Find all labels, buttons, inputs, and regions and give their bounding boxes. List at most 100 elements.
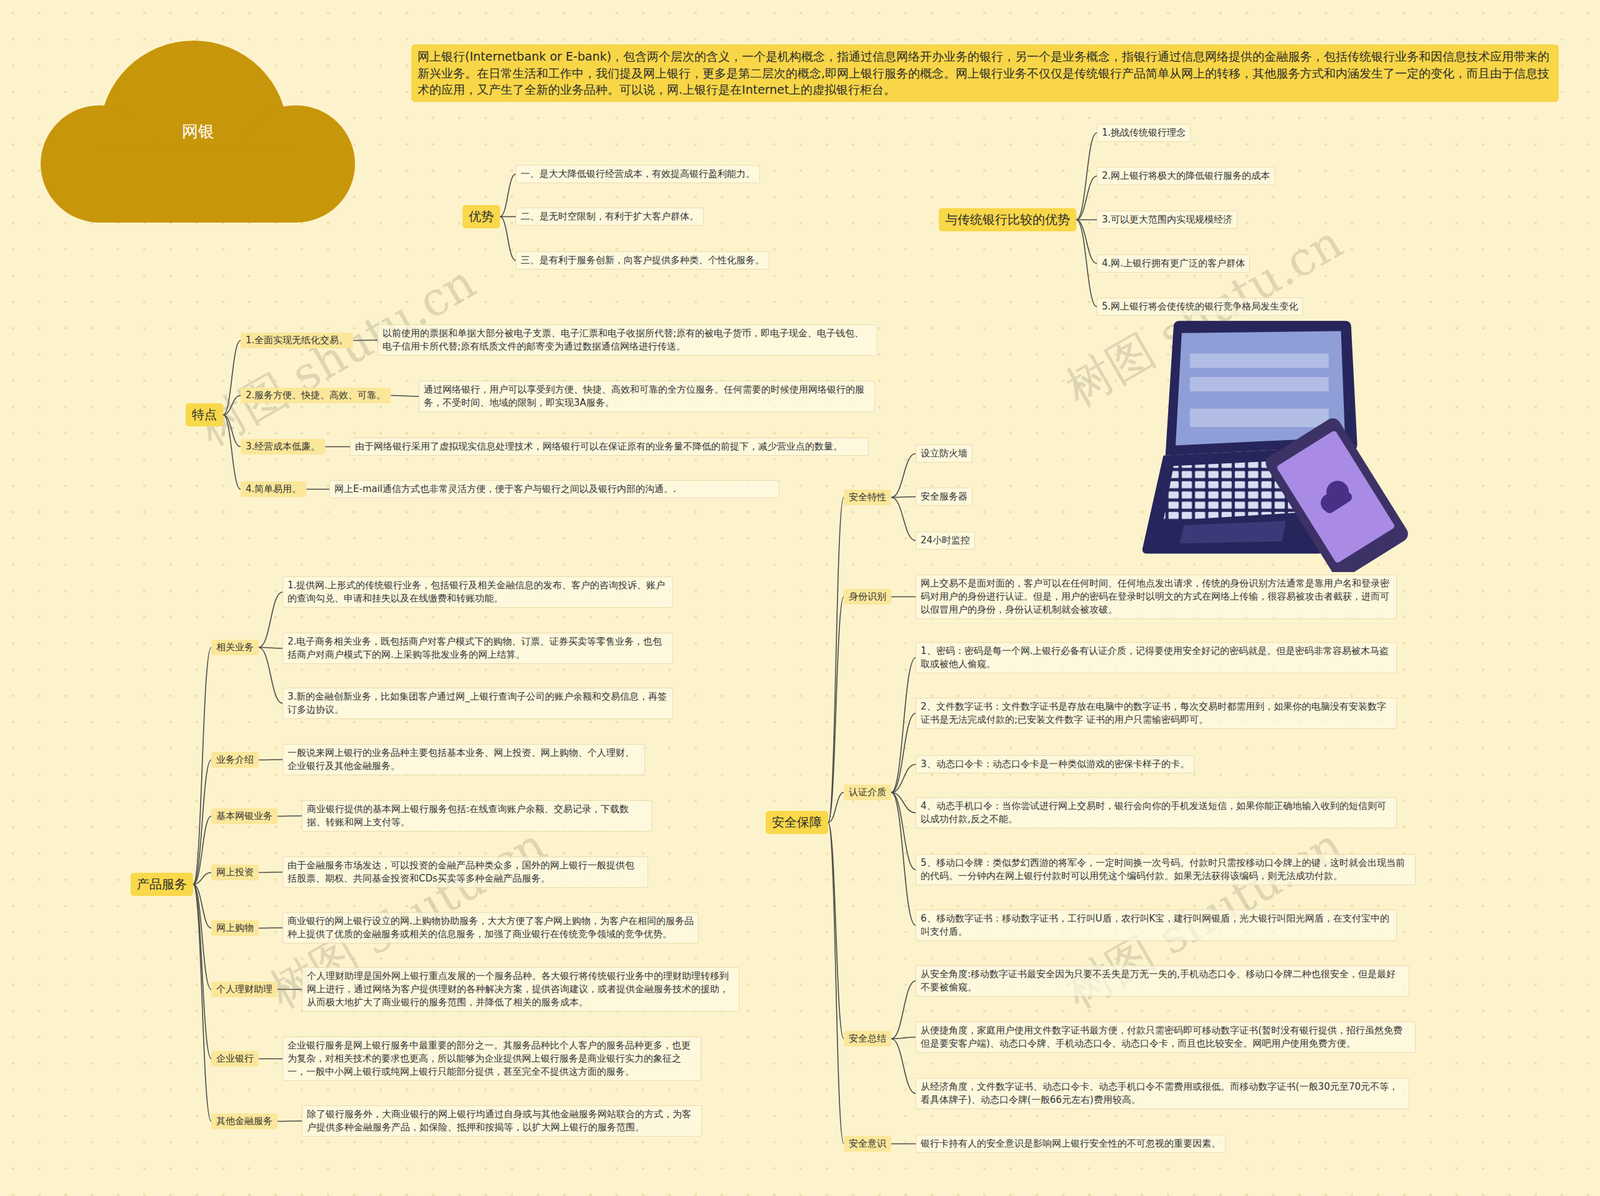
node-text: 相关业务 — [216, 641, 254, 654]
branch-connector — [891, 713, 916, 793]
node-text: 业务介绍 — [216, 753, 254, 766]
leaf-node: 由于金融服务市场发达，可以投资的金融产品种类众多，国外的网上银行一般提供包括股票… — [282, 856, 649, 888]
leaf-node: 从经济角度，文件数字证书、动态口令卡、动态手机口令不需费用或很低。而移动数字证书… — [915, 1077, 1410, 1109]
subtopic-node: 3.经营成本低廉。 — [240, 438, 325, 455]
subtopic-node: 安全意识 — [843, 1135, 892, 1152]
node-text: 个人理财助理是国外网上银行重点发展的一个服务品种。各大银行将传统银行业务中的理财… — [306, 969, 735, 1009]
branch-connector — [193, 760, 212, 885]
leaf-node: 1.提供网.上形式的传统银行业务，包括银行及相关金融信息的发布、客户的咨询投诉、… — [282, 576, 674, 608]
node-text: 3.新的金融创新业务，比如集团客户通过网_上银行查询子公司的账户余额和交易信息，… — [287, 690, 669, 717]
branch-connector — [193, 872, 212, 885]
branch-connector — [1076, 219, 1097, 221]
node-text: 银行卡持有人的安全意识是影响网上银行安全性的不可忽视的重要因素。 — [920, 1136, 1221, 1150]
leaf-node: 从便捷角度，家庭用户使用文件数字证书最方便，付款只需密码即可移动数字证书(暂时没… — [915, 1021, 1416, 1053]
cloud-part — [100, 151, 297, 223]
node-text: 个人理财助理 — [216, 983, 273, 995]
branch-connector — [1076, 176, 1097, 220]
leaf-node: 2、文件数字证书：文件数字证书是存放在电脑中的数字证书，每次交易时都需用到，如果… — [915, 697, 1397, 729]
laptop-illustration — [1140, 318, 1411, 572]
branch-connector — [891, 792, 916, 926]
node-text: 除了银行服务外，大商业银行的网上银行均通过自身或与其他金融服务网站联合的方式，为… — [306, 1107, 697, 1134]
branch-connector — [193, 647, 212, 885]
branch-connector — [828, 792, 844, 823]
branch-connector — [891, 453, 916, 498]
subtopic-node: 认证介质 — [843, 784, 892, 800]
leaf-node: 1.挑战传统银行理念 — [1096, 123, 1191, 142]
branch-connector — [258, 758, 283, 760]
node-text: 5.网上银行将会使传统的银行竞争格局发生变化 — [1101, 300, 1299, 314]
leaf-node: 安全服务器 — [915, 487, 973, 506]
leaf-node: 从安全角度:移动数字证书最安全因为只要不丢失是万无一失的,手机动态口令、移动口令… — [915, 965, 1410, 997]
node-text: 安全意识 — [848, 1137, 887, 1150]
node-text: 身份识别 — [848, 590, 887, 603]
leaf-node: 通过网络银行，用户可以享受到方便、快捷、高效和可靠的全方位服务。任何需要的时候使… — [418, 380, 875, 412]
leaf-node: 3.可以更大范围内实现规模经济 — [1096, 210, 1238, 229]
node-text: 1.挑战传统银行理念 — [1101, 126, 1186, 140]
branch-connector — [891, 764, 916, 793]
node-text: 从安全角度:移动数字证书最安全因为只要不丢失是万无一失的,手机动态口令、移动口令… — [920, 967, 1405, 994]
subtopic-node: 网上购物 — [211, 920, 259, 936]
branch-connector — [258, 926, 283, 929]
leaf-node: 4.网.上银行拥有更广泛的客户群体 — [1096, 254, 1250, 273]
node-text: 2、文件数字证书：文件数字证书是存放在电脑中的数字证书，每次交易时都需用到，如果… — [920, 700, 1392, 727]
leaf-node: 三、是有利于服务创新，向客户提供多种类、个性化服务。 — [515, 251, 770, 270]
leaf-node: 3、动态口令卡：动态口令卡是一种类似游戏的密保卡样子的卡。 — [915, 755, 1195, 774]
node-text: 企业银行 — [216, 1052, 254, 1065]
leaf-node: 银行卡持有人的安全意识是影响网上银行安全性的不可忽视的重要因素。 — [915, 1134, 1226, 1153]
branch-connector — [500, 216, 516, 261]
node-text: 网银 — [181, 120, 215, 143]
leaf-node: 一、是大大降低银行经营成本，有效提高银行盈利能力。 — [515, 165, 760, 184]
branch-connector — [390, 395, 419, 397]
subtopic-node: 个人理财助理 — [211, 981, 278, 997]
leaf-node: 由于网络银行采用了虚拟现实信息处理技术，网络银行可以在保证原有的业务量不降低的前… — [350, 437, 869, 456]
subtopic-node: 业务介绍 — [211, 751, 259, 768]
node-text: 网上交易不是面对面的，客户可以在任何时间、任何地点发出请求，传统的身份识别方法通… — [920, 576, 1392, 617]
node-text: 2.网上银行将极大的降低银行服务的成本 — [1101, 169, 1270, 183]
branch-connector — [828, 596, 844, 823]
leaf-node: 4、动态手机口令：当你尝试进行网上交易时，银行会向你的手机发送短信，如果你能正确… — [915, 796, 1397, 829]
branch-connector — [277, 815, 302, 817]
branch-connector — [258, 647, 283, 704]
node-text: 设立防火墙 — [920, 446, 968, 460]
node-text: 优势 — [468, 208, 494, 225]
node-text: 网上投资 — [216, 866, 254, 879]
leaf-node: 以前使用的票据和单据大部分被电子支票、电子汇票和电子收据所代替;原有的被电子货币… — [377, 324, 878, 356]
leaf-node: 商业银行的网上银行设立的网.上购物协助服务，大大方便了客户网上购物，为客户在相同… — [282, 911, 699, 944]
branch-connector — [891, 1143, 916, 1145]
node-text: 一般说来网上银行的业务品种主要包括基本业务、网上投资、网上购物、个人理财、企业银… — [287, 746, 640, 773]
node-text: 从经济角度，文件数字证书、动态口令卡、动态手机口令不需费用或很低。而移动数字证书… — [920, 1080, 1405, 1107]
branch-connector — [891, 980, 916, 1039]
leaf-node: 24小时监控 — [915, 531, 975, 550]
subtopic-node: 4.简单易用。 — [240, 481, 307, 497]
node-text: 商业银行提供的基本网上银行服务包括:在线查询账户余额、交易记录，下载数据、转账和… — [306, 802, 647, 829]
node-text: 6、移动数字证书：移动数字证书，工行叫U盾，农行叫K宝，建行叫网银盾，光大银行叫… — [920, 911, 1392, 939]
node-text: 安全特性 — [848, 491, 887, 504]
subtopic-node: 1.全面实现无纸化交易。 — [240, 332, 354, 349]
leaf-node: 商业银行提供的基本网上银行服务包括:在线查询账户余额、交易记录，下载数据、转账和… — [301, 800, 652, 832]
leaf-node: 5.网上银行将会使传统的银行竞争格局发生变化 — [1096, 297, 1304, 316]
node-text: 特点 — [191, 406, 217, 424]
subtopic-node: 相关业务 — [211, 639, 259, 655]
node-text: 3.经营成本低廉。 — [245, 440, 320, 453]
node-text: 网上购物 — [216, 921, 254, 934]
node-text: 安全保障 — [771, 813, 822, 831]
branch-connector — [828, 822, 844, 1039]
node-text: 网上E-mail通信方式也非常灵活方便，便于客户与银行之间以及银行内部的沟通。. — [334, 482, 775, 496]
leaf-node: 网上E-mail通信方式也非常灵活方便，便于客户与银行之间以及银行内部的沟通。. — [329, 480, 780, 499]
node-text: 5、移动口令牌：类似梦幻西游的将军令，一定时间换一次号码。付款时只需按移动口令牌… — [920, 856, 1411, 883]
node-text: 24小时监控 — [920, 533, 970, 547]
node-text: 1.提供网.上形式的传统银行业务，包括银行及相关金融信息的发布、客户的咨询投诉、… — [287, 578, 669, 605]
branch-connector — [277, 1120, 302, 1122]
leaf-node: 设立防火墙 — [915, 444, 973, 463]
branch-connector — [1076, 220, 1097, 264]
topic-node: 与传统银行比较的优势 — [938, 208, 1077, 232]
leaf-node: 2.网上银行将极大的降低银行服务的成本 — [1096, 166, 1275, 185]
node-text: 商业银行的网上银行设立的网.上购物协助服务，大大方便了客户网上购物，为客户在相同… — [287, 914, 694, 941]
branch-connector — [891, 1036, 916, 1039]
branch-connector — [1076, 220, 1097, 307]
subtopic-node: 其他金融服务 — [211, 1113, 278, 1129]
node-text: 由于金融服务市场发达，可以投资的金融产品种类众多，国外的网上银行一般提供包括股票… — [287, 858, 644, 885]
node-text: 与传统银行比较的优势 — [945, 211, 1070, 229]
leaf-node: 企业银行服务是网上银行服务中最重要的部分之一。其服务品种比个人客户的服务品种更多… — [282, 1036, 702, 1081]
